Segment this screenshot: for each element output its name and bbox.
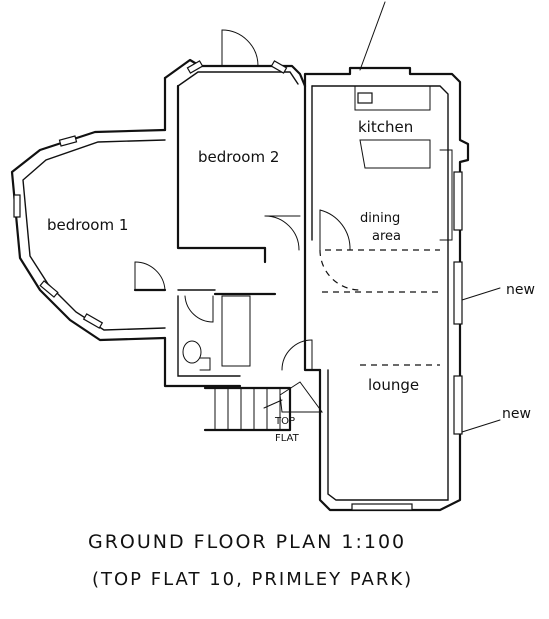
label-top-flat-line1: TOP	[274, 416, 295, 427]
hall-bathroom-walls	[133, 215, 313, 371]
label-new-lower: new	[502, 406, 531, 422]
caption-subtitle: (TOP FLAT 10, PRIMLEY PARK)	[92, 569, 413, 590]
label-dining-line1: dining	[360, 211, 400, 226]
label-top-flat-line2: FLAT	[275, 433, 300, 444]
bedroom-1-walls	[10, 128, 167, 342]
annotation-leaders	[359, 1, 501, 433]
bedroom-2-walls	[163, 29, 307, 388]
label-dining-line2: area	[372, 229, 401, 244]
label-bedroom-2: bedroom 2	[198, 148, 279, 166]
label-lounge: lounge	[368, 376, 419, 394]
label-new-upper: new	[506, 282, 535, 298]
main-block-walls	[303, 66, 470, 512]
staircase	[203, 381, 323, 432]
caption-title: GROUND FLOOR PLAN 1:100	[88, 531, 406, 553]
label-kitchen: kitchen	[358, 118, 413, 136]
label-bedroom-1: bedroom 1	[47, 216, 128, 234]
